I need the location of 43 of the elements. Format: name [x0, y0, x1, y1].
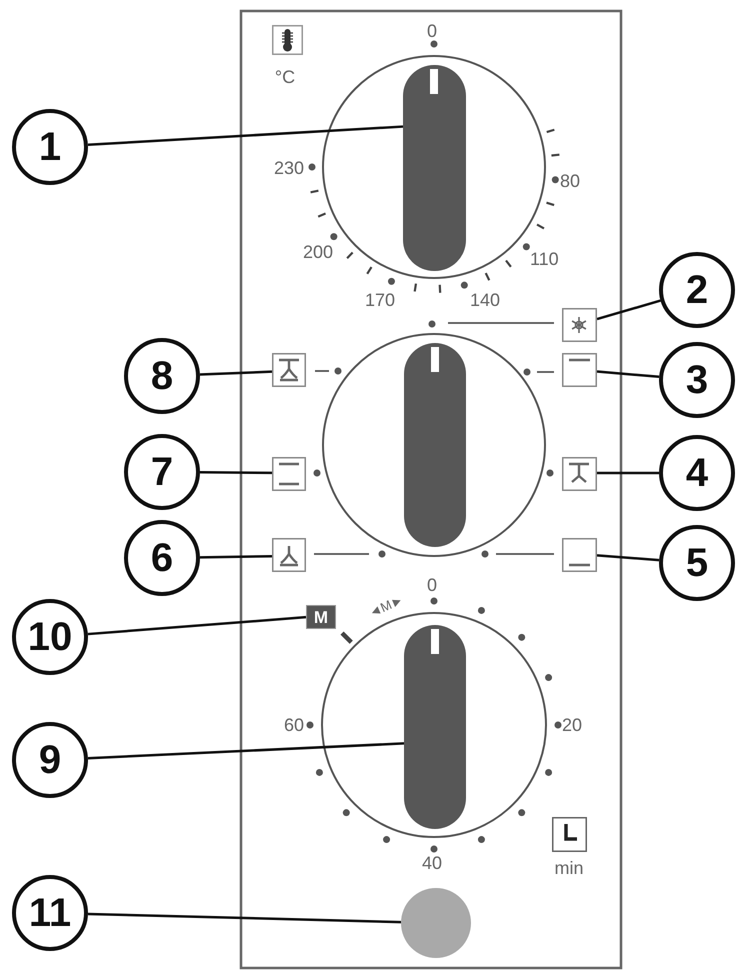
callout-number: 3 — [686, 360, 708, 400]
dial-knob — [403, 65, 466, 271]
callout-number: 9 — [38, 740, 62, 780]
scale-number: 60 — [284, 716, 304, 734]
dial-knob — [404, 625, 466, 829]
callout-number: 10 — [28, 617, 72, 657]
scale-number: 0 — [427, 576, 437, 594]
callout-number: 7 — [150, 452, 174, 492]
scale-number: 140 — [470, 291, 500, 309]
top-line-lamp-icon — [272, 353, 306, 387]
callout-number: 1 — [38, 127, 62, 167]
leader-line — [200, 370, 272, 376]
leader-line — [200, 471, 272, 474]
leader-line — [596, 370, 660, 378]
scale-number: 80 — [560, 172, 580, 190]
leader-line — [88, 125, 404, 146]
letter-tile: M — [306, 605, 336, 629]
scale-number: 110 — [530, 250, 559, 268]
callout-number: 8 — [150, 356, 174, 396]
mode-mark: ◄M► — [366, 592, 406, 620]
scale-number: 200 — [302, 243, 333, 261]
leader-line — [596, 554, 660, 562]
callout-number: 5 — [686, 543, 708, 583]
leader-line — [88, 616, 306, 636]
scale-number: 230 — [274, 159, 304, 177]
callout-number: 4 — [686, 453, 708, 493]
callout-number: 11 — [28, 893, 72, 933]
unit-label: min — [554, 859, 584, 877]
scale-number: 20 — [562, 716, 582, 734]
unit-label: °C — [274, 68, 296, 86]
scale-number: 0 — [427, 22, 437, 40]
callout-number: 6 — [150, 538, 174, 578]
scale-number: 40 — [422, 854, 442, 872]
scale-number: 170 — [364, 291, 396, 309]
snowflake-icon — [562, 308, 597, 342]
leader-line — [200, 555, 272, 559]
leader-line — [88, 742, 404, 760]
leader-line — [88, 912, 402, 924]
top-bottom-lines-icon — [272, 457, 306, 491]
leader-line — [597, 472, 659, 474]
leader-line — [596, 299, 661, 320]
top-line-fan-icon — [562, 457, 597, 491]
callout-number: 2 — [686, 270, 708, 310]
